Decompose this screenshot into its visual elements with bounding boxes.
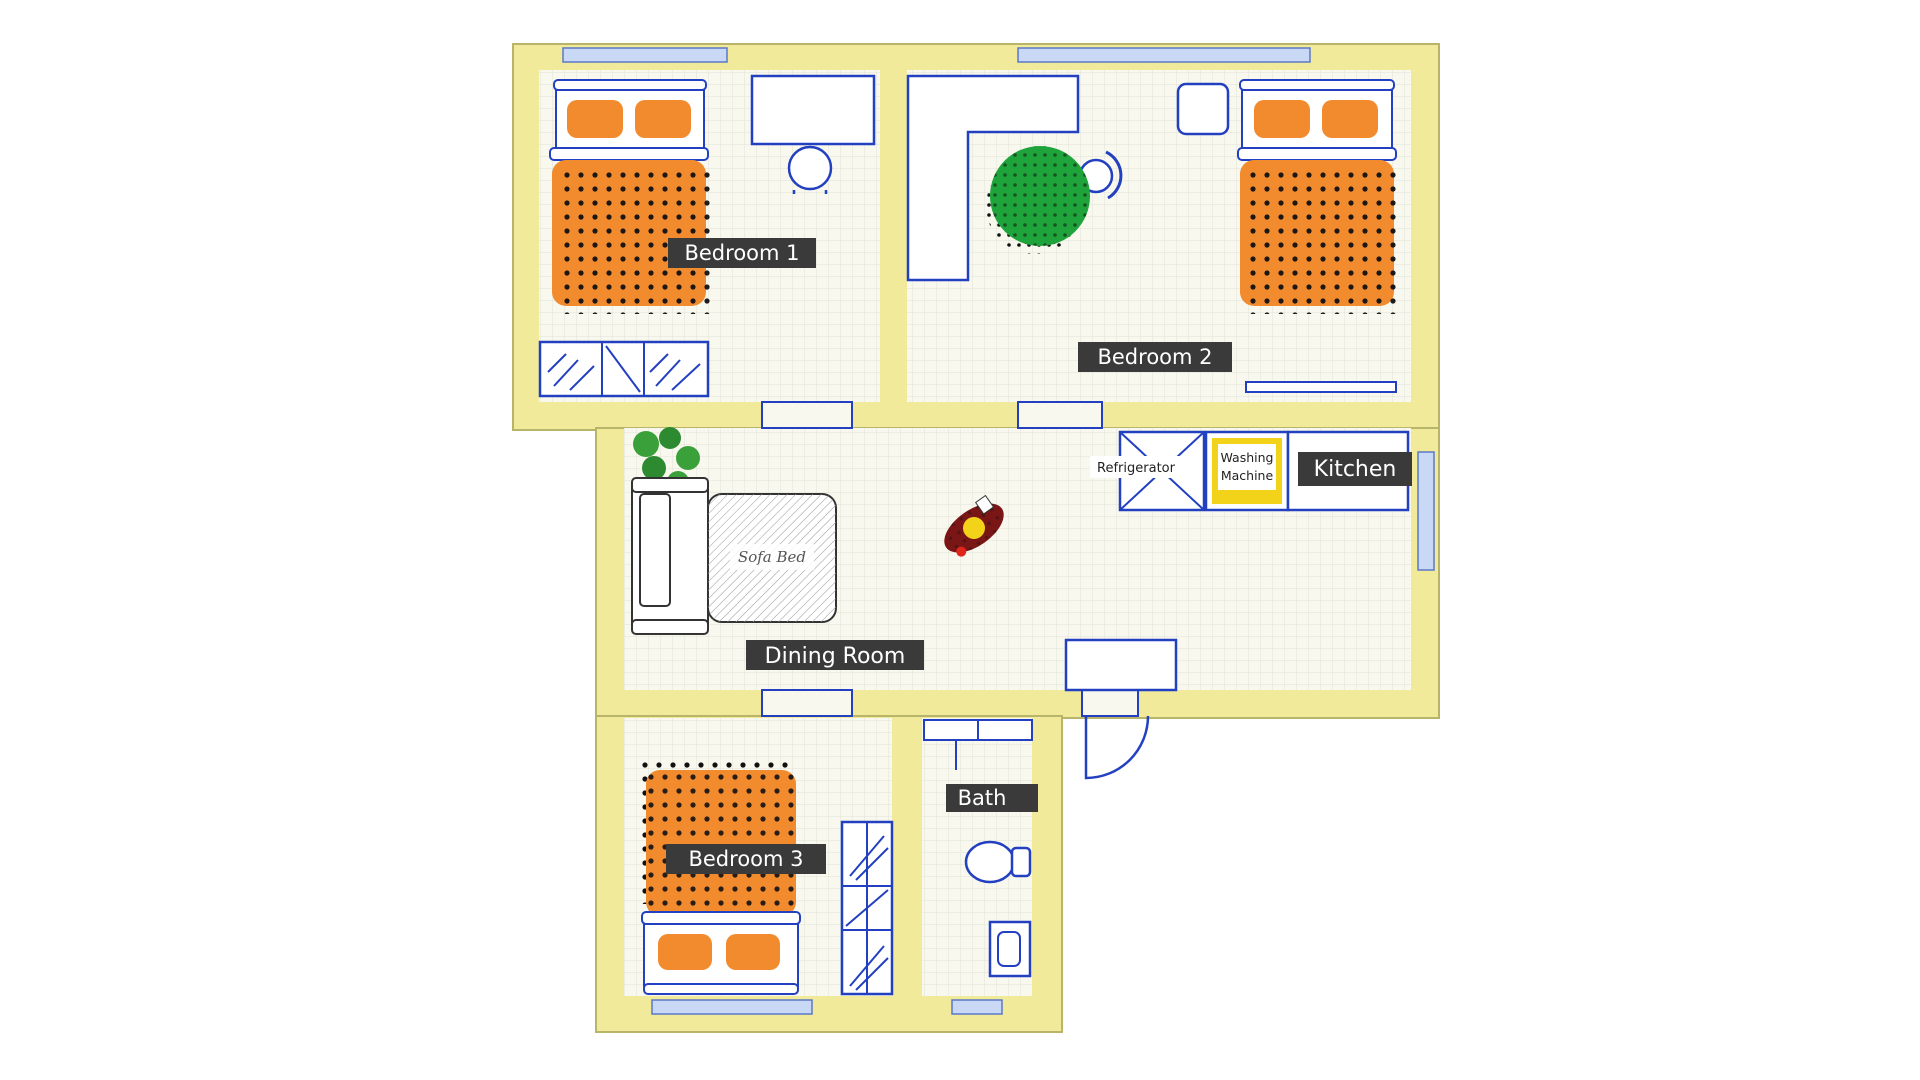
refrigerator-label: Refrigerator [1097,461,1176,476]
sofa-bed-label: Sofa Bed [738,548,806,566]
dining-label: Dining Room [765,644,906,669]
pillow-icon [635,100,691,138]
potted-plant-icon [633,427,700,493]
door-bedroom2 [1017,401,1103,429]
label-kitchen: Kitchen [1298,452,1412,486]
window-bath-bottom [951,999,1003,1015]
chair-icon [787,145,833,191]
label-bath: Bath [946,784,1038,812]
window-dining-right [1417,451,1435,571]
label-dining: Dining Room [746,640,924,670]
l-desk [906,74,1080,282]
desk [750,74,876,146]
bedroom3-furniture [634,758,894,996]
window-bedroom3-bottom [651,999,813,1015]
bedroom1-furniture [538,74,876,398]
pillow-icon [567,100,623,138]
entry-table [1064,638,1178,692]
entrance-door-swing [1084,715,1150,780]
bedroom2-furniture [906,74,1404,393]
washing-label-line2: Machine [1221,468,1274,483]
pillow-icon [1254,100,1310,138]
toilet-icon [964,840,1016,884]
label-bedroom1: Bedroom 1 [668,238,816,268]
window-bedroom2-top [1017,47,1311,63]
pillow-icon [658,934,712,970]
window-bedroom1-top [562,47,728,63]
bedroom1-label: Bedroom 1 [684,241,799,265]
washing-label-line1: Washing [1221,450,1274,465]
pillow-icon [1322,100,1378,138]
door-openings [761,401,1139,717]
door-bedroom3 [761,689,853,717]
bedroom3-label: Bedroom 3 [688,847,803,871]
label-bedroom2: Bedroom 2 [1078,342,1232,372]
door-bedroom1 [761,401,853,429]
shelf [1245,381,1397,393]
kitchen-label: Kitchen [1314,457,1397,482]
person-icon [944,494,1004,557]
nightstand [1176,82,1230,136]
label-bedroom3: Bedroom 3 [666,844,826,874]
bath-fixtures [923,719,1033,978]
bedroom2-label: Bedroom 2 [1097,345,1212,369]
windows [562,47,1435,1015]
door-entrance [1081,689,1139,717]
bath-label: Bath [958,786,1007,810]
pillow-icon [726,934,780,970]
